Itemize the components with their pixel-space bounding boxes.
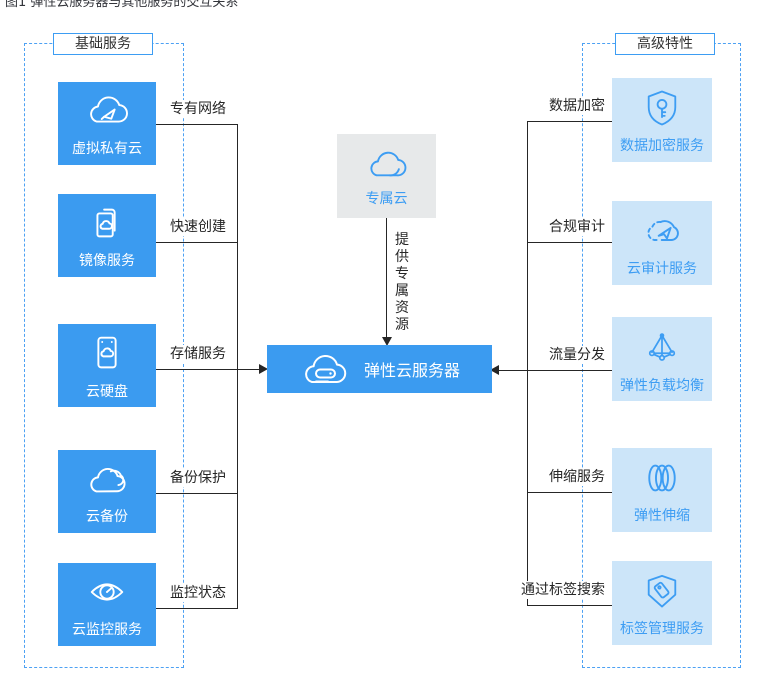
advanced-features-group-label: 高级特性 (615, 33, 715, 55)
service-label: 标签管理服务 (620, 620, 704, 637)
relation-label-monitoring: 监控状态 (167, 584, 229, 602)
vpc-cloud-pointer-icon (84, 89, 130, 133)
service-box-as: 弹性伸缩 (612, 448, 712, 532)
service-box-vpc: 虚拟私有云 (58, 82, 156, 165)
relation-label-storage: 存储服务 (167, 345, 229, 363)
service-box-ces: 云监控服务 (58, 563, 156, 646)
service-label: 弹性伸缩 (634, 507, 690, 524)
connector-elb-to-ecs (497, 370, 612, 371)
load-balancer-pyramid-icon (639, 324, 685, 370)
service-box-kms: 数据加密服务 (612, 78, 712, 162)
connector-evs-to-ecs (156, 369, 261, 370)
dedicated-cloud-box: 专属云 (337, 134, 436, 218)
auto-scaling-waves-icon (639, 456, 685, 500)
connector-kms (527, 121, 612, 122)
ecs-label: 弹性云服务器 (363, 361, 460, 380)
connector-ces (156, 608, 238, 609)
relation-label-private-network: 专有网络 (167, 100, 229, 118)
dedicated-cloud-icon (364, 144, 410, 182)
relation-label-traffic: 流量分发 (546, 346, 608, 364)
left-trunk-line (237, 124, 238, 608)
relation-label-encryption: 数据加密 (546, 97, 608, 115)
connector-tms (527, 605, 612, 606)
service-box-elb: 弹性负载均衡 (612, 317, 712, 401)
service-box-evs: 云硬盘 (58, 324, 156, 407)
double-cloud-backup-icon (84, 457, 130, 501)
connector-ims (156, 242, 238, 243)
service-label: 云硬盘 (86, 384, 128, 400)
service-box-cbr: 云备份 (58, 450, 156, 533)
cloud-server-icon (299, 348, 351, 390)
dedicated-cloud-arrow-line (386, 218, 387, 338)
connector-vpc (156, 124, 238, 125)
service-box-cts: 云审计服务 (612, 201, 712, 285)
connector-as (527, 492, 612, 493)
connector-cts (527, 242, 612, 243)
arrowhead-into-ecs-top (382, 337, 392, 346)
service-box-tms: 标签管理服务 (612, 561, 712, 645)
relation-label-scaling: 伸缩服务 (546, 468, 608, 486)
service-label: 镜像服务 (79, 253, 135, 269)
relation-label-backup: 备份保护 (167, 469, 229, 487)
service-box-ims: 镜像服务 (58, 194, 156, 277)
connector-cbr (156, 493, 238, 494)
ecs-box: 弹性云服务器 (267, 345, 492, 393)
basic-services-group-label: 基础服务 (53, 33, 153, 55)
service-label: 云审计服务 (627, 260, 697, 277)
relation-label-tag-search: 通过标签搜索 (518, 581, 608, 599)
cloud-paper-plane-icon (639, 209, 685, 253)
service-label: 虚拟私有云 (72, 141, 142, 157)
service-label: 云备份 (86, 509, 128, 525)
relation-label-quick-create: 快速创建 (167, 218, 229, 236)
figure-title: 图1 弹性云服务器与其他服务的交互关系 (5, 0, 239, 10)
shield-tag-icon (640, 569, 684, 613)
right-trunk-line (527, 121, 528, 605)
provide-dedicated-resources-label: 提供专属资源 (395, 232, 409, 333)
relation-label-audit: 合规审计 (546, 218, 608, 236)
dedicated-cloud-label: 专属云 (365, 191, 408, 207)
service-label: 云监控服务 (72, 622, 142, 638)
image-service-pages-icon (84, 201, 130, 245)
shield-key-icon (640, 86, 684, 130)
disk-cloud-icon (84, 330, 130, 376)
arrowhead-into-ecs-right (490, 365, 499, 375)
arrowhead-into-ecs-left (259, 364, 268, 374)
service-label: 弹性负载均衡 (620, 377, 704, 394)
eye-gauge-monitor-icon (84, 570, 130, 614)
service-label: 数据加密服务 (620, 137, 704, 154)
